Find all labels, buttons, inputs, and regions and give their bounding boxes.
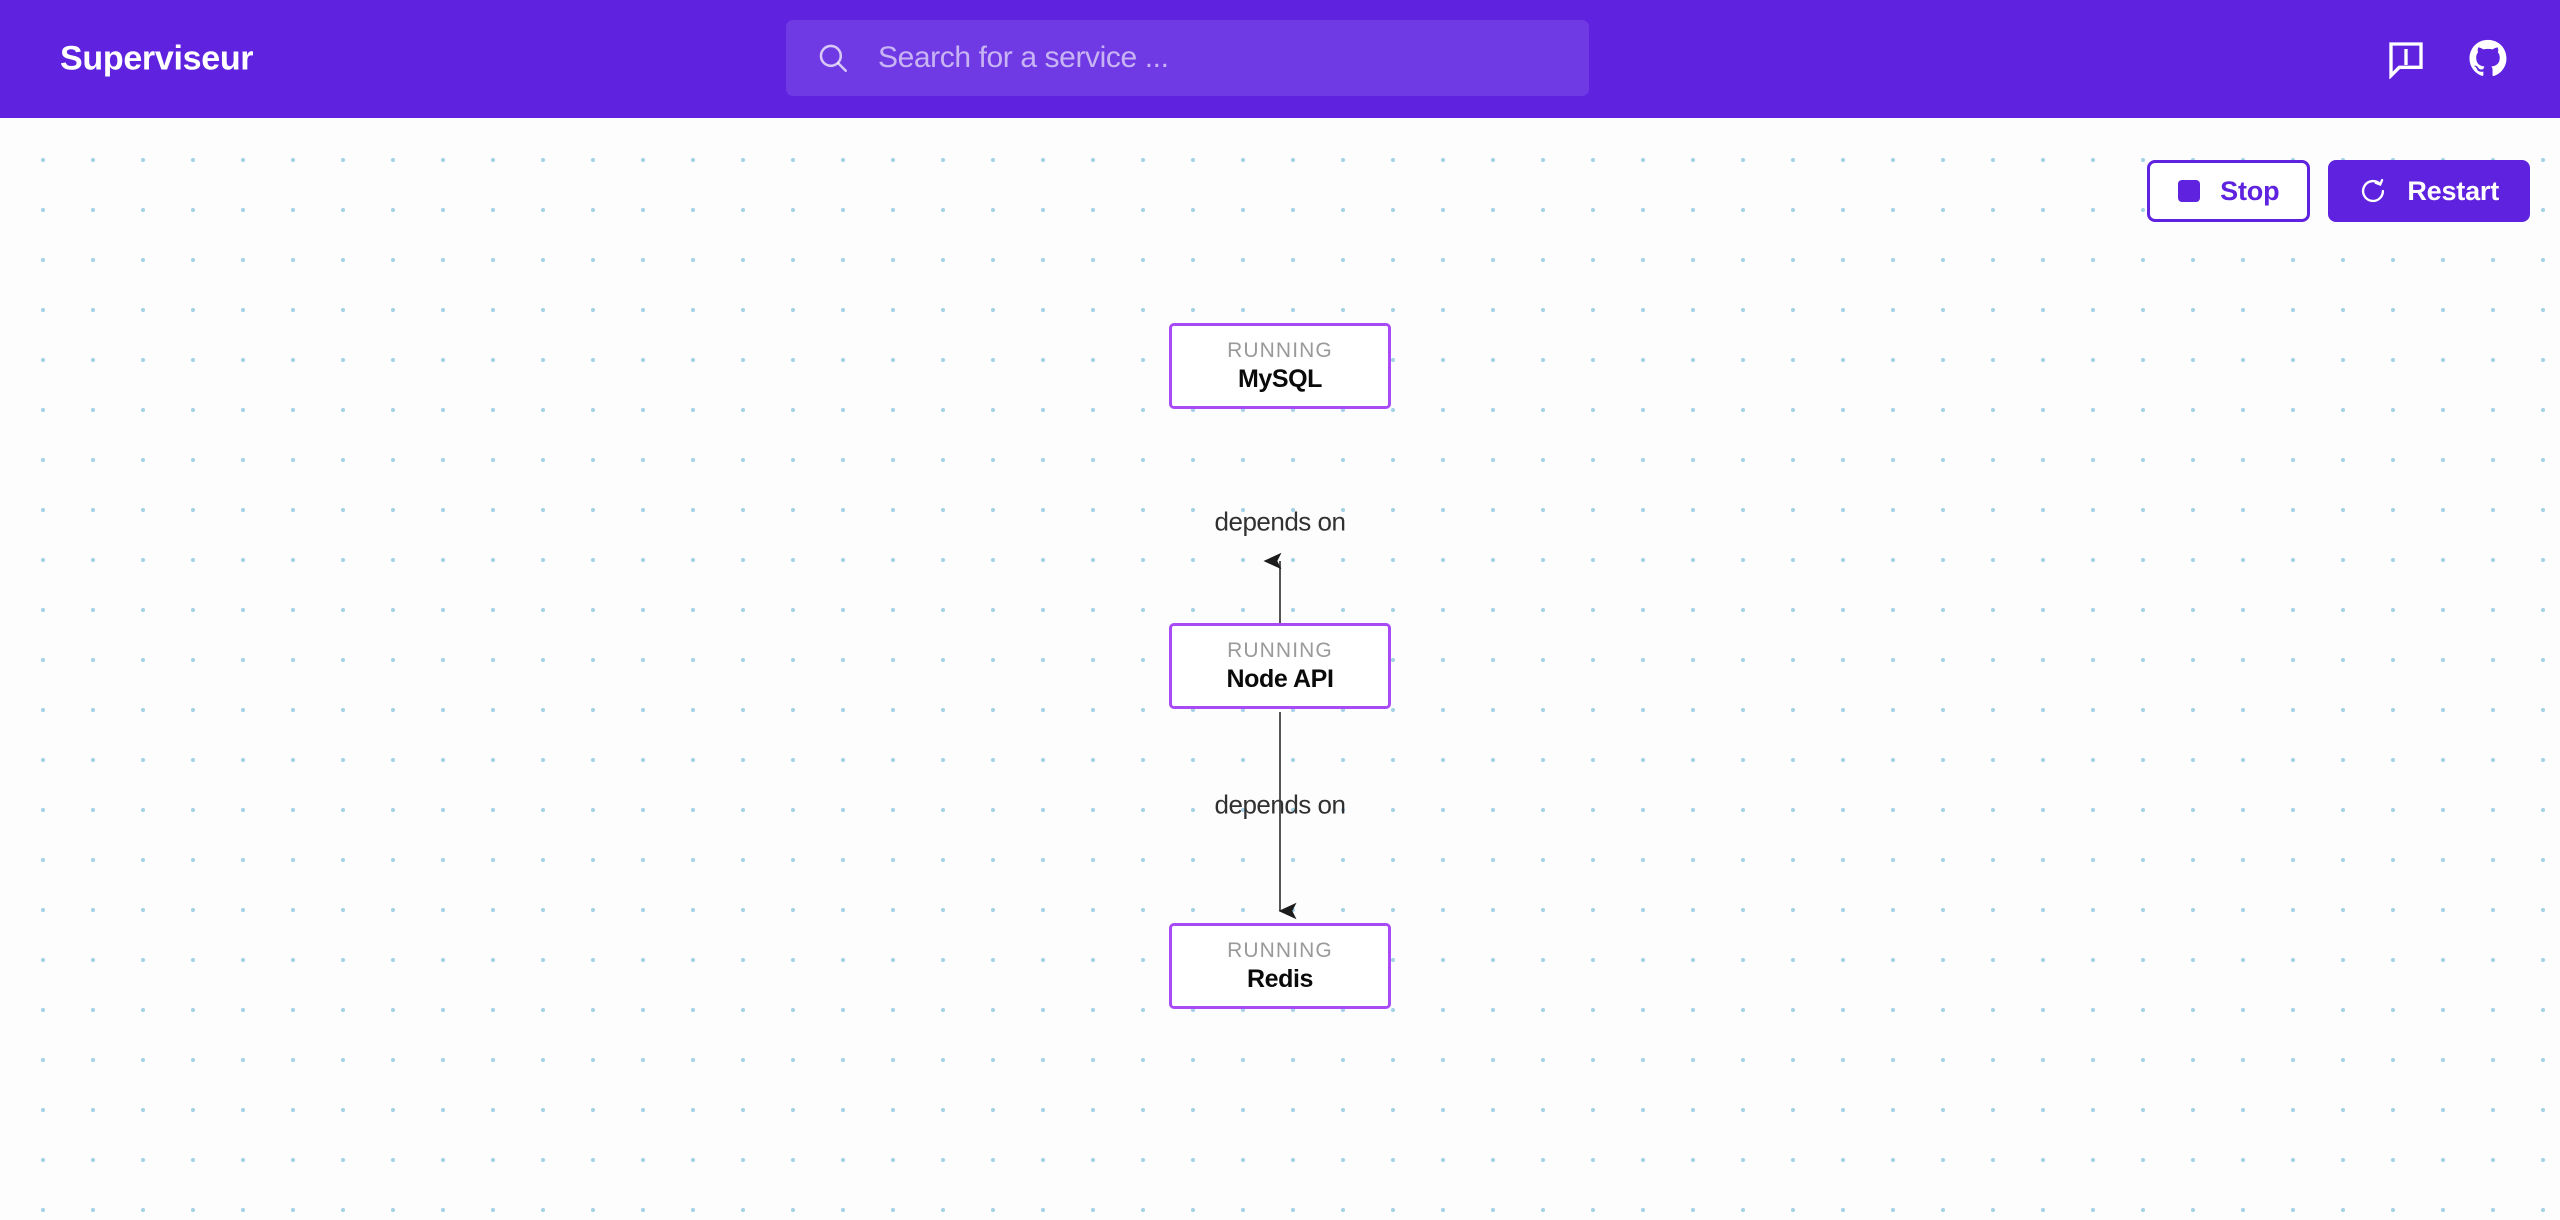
search-bar[interactable] <box>786 20 1589 96</box>
restart-icon <box>2362 178 2385 203</box>
app-brand-title: Superviseur <box>60 39 254 78</box>
stop-square-icon <box>2178 180 2201 202</box>
service-graph-canvas[interactable]: Stop Restart depends on depends on <box>0 118 2560 1220</box>
feedback-icon[interactable] <box>2386 39 2426 79</box>
github-icon[interactable] <box>2468 39 2508 79</box>
service-node-redis[interactable]: RUNNING Redis <box>1169 923 1391 1009</box>
stop-button-label: Stop <box>2220 175 2280 206</box>
graph-node-layer: RUNNING MySQL RUNNING Node API RUNNING R… <box>0 118 2560 1220</box>
stop-button[interactable]: Stop <box>2147 160 2311 222</box>
header-action-icons <box>2386 39 2508 79</box>
service-node-name: Node API <box>1226 664 1334 693</box>
service-node-status: RUNNING <box>1227 338 1333 362</box>
restart-button-label: Restart <box>2407 175 2499 206</box>
service-node-node-api[interactable]: RUNNING Node API <box>1169 623 1391 709</box>
service-node-name: Redis <box>1246 964 1314 993</box>
search-input[interactable] <box>878 20 1589 96</box>
graph-controls: Stop Restart <box>2147 160 2530 222</box>
restart-button[interactable]: Restart <box>2328 160 2530 222</box>
service-node-mysql[interactable]: RUNNING MySQL <box>1169 323 1391 409</box>
service-node-status: RUNNING <box>1227 638 1333 662</box>
edge-label-nodeapi-mysql: depends on <box>1214 506 1346 537</box>
top-header-bar: Superviseur <box>0 0 2560 118</box>
service-node-status: RUNNING <box>1227 938 1333 962</box>
edge-label-nodeapi-redis: depends on <box>1214 789 1346 820</box>
search-icon <box>819 44 848 73</box>
service-node-name: MySQL <box>1237 364 1323 393</box>
